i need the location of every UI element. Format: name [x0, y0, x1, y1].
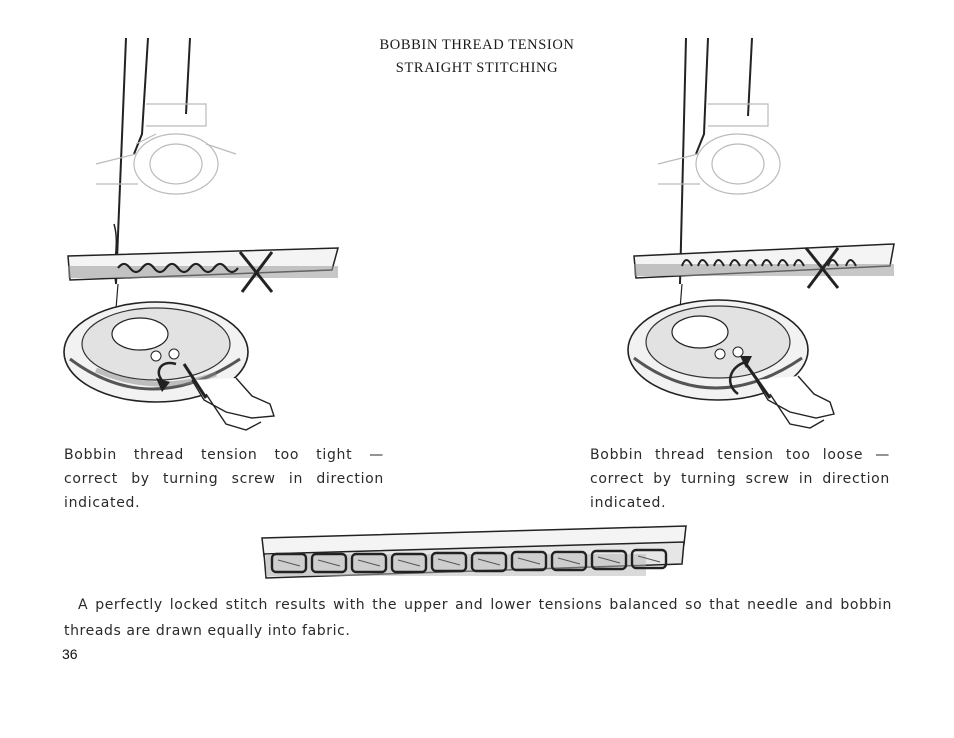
right-caption-line-2: correct by turning screw in direction — [590, 471, 890, 487]
title-line-1: BOBBIN THREAD TENSION — [379, 37, 575, 53]
page-title: BOBBIN THREAD TENSION STRAIGHT STITCHING — [300, 34, 654, 80]
left-caption: Bobbin thread tension too tight — correc… — [64, 443, 384, 515]
bottom-paragraph: A perfectly locked stitch results with t… — [64, 592, 892, 644]
left-caption-line-3: indicated. — [64, 495, 141, 511]
left-caption-line-1: Bobbin thread tension too tight — — [64, 447, 384, 463]
bobbin-tight-illustration-icon — [63, 37, 339, 431]
right-caption: Bobbin thread tension too loose — correc… — [590, 443, 890, 515]
page-number: 36 — [62, 646, 78, 662]
balanced-stitch-illustration-icon — [261, 525, 687, 579]
bottom-line-2: threads are drawn equally into fabric. — [64, 623, 351, 639]
bobbin-loose-illustration-icon — [627, 37, 895, 429]
right-caption-line-1: Bobbin thread tension too loose — — [590, 447, 890, 463]
left-caption-line-2: correct by turning screw in direction — [64, 471, 384, 487]
bottom-line-1: A perfectly locked stitch results with t… — [78, 597, 892, 613]
right-caption-line-3: indicated. — [590, 495, 667, 511]
title-line-2: STRAIGHT STITCHING — [395, 60, 559, 76]
